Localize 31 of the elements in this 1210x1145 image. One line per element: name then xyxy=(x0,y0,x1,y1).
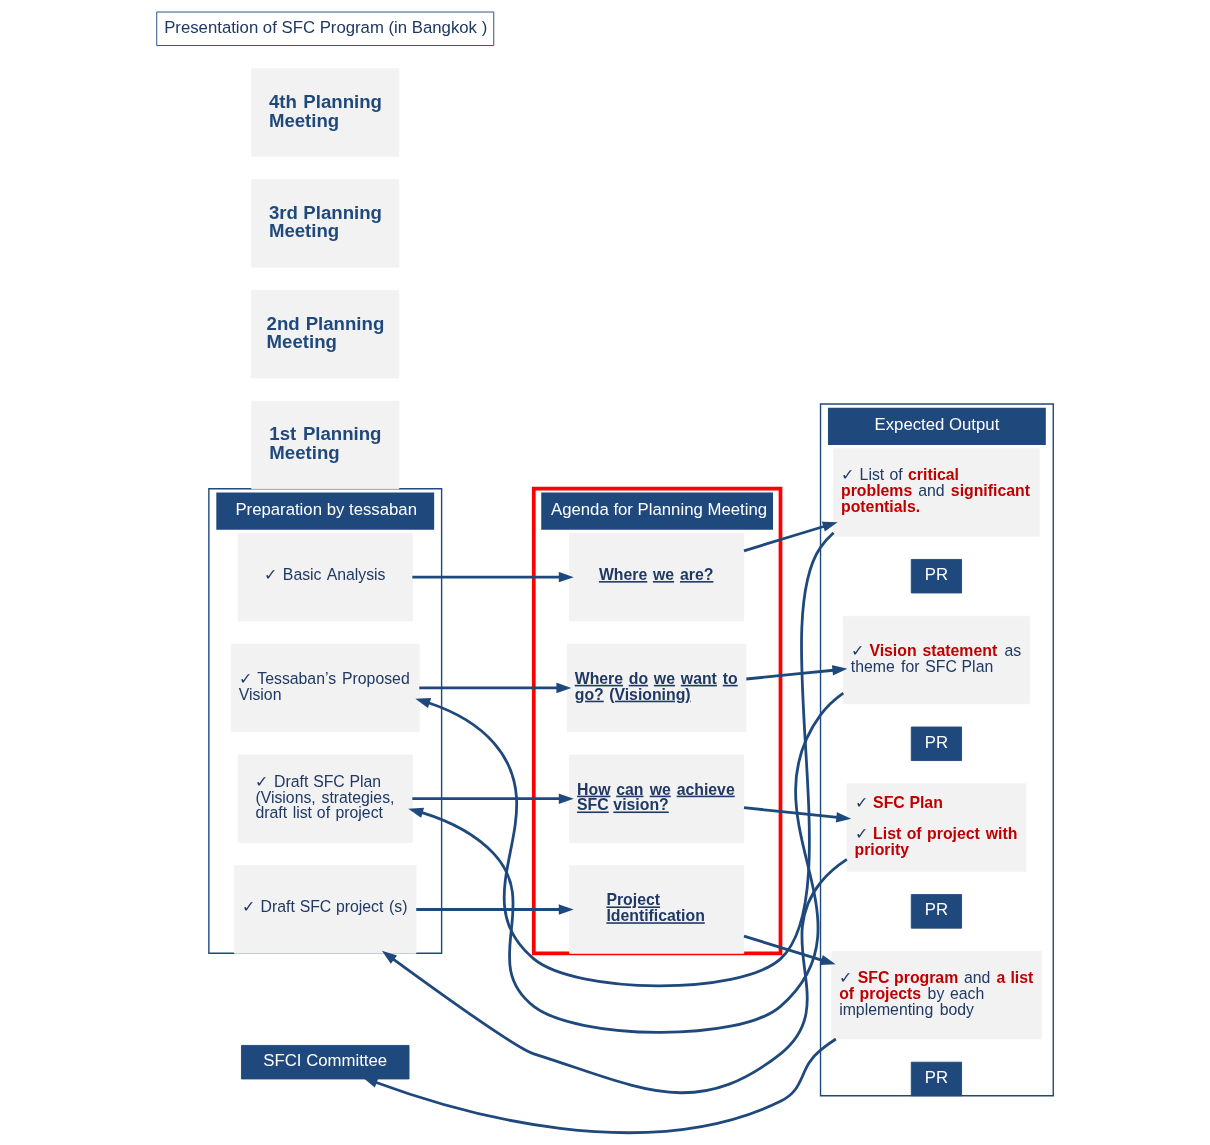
node-box: ✓ Tessaban’s Proposed Vision xyxy=(230,643,420,733)
arrow xyxy=(412,571,574,583)
arrow xyxy=(412,793,574,804)
node-box: ✓ SFC program and a list of projects by each implementing body xyxy=(831,950,1042,1040)
node-box: 1st Planning Meeting xyxy=(251,400,400,490)
arrow xyxy=(416,904,574,915)
node-box: Where do we want to go? (Visioning) xyxy=(566,643,747,733)
node-box: ✓ Draft SFC project (s) xyxy=(234,865,417,954)
arrow xyxy=(408,691,845,1034)
arrow xyxy=(743,806,852,823)
arrow xyxy=(746,665,848,681)
node-box: ✓ Draft SFC Plan (Visions, strategies, draft list of project xyxy=(237,754,413,843)
node-box: SFCI Committee xyxy=(240,1044,410,1080)
node-box: ✓ SFC Plan ✓ List of project with priority xyxy=(846,783,1027,872)
node-box: PR xyxy=(910,894,963,929)
arrow xyxy=(415,531,835,988)
node-box: ✓ Vision statement as theme for SFC Plan xyxy=(842,615,1030,705)
node-box: ✓ List of critical problems and significant potentials. xyxy=(833,448,1040,537)
node-box: Project Identification xyxy=(569,865,745,954)
arrow xyxy=(419,682,572,694)
arrow xyxy=(381,858,848,1094)
arrow xyxy=(743,521,838,553)
node-box: PR xyxy=(910,559,963,594)
node-box: PR xyxy=(910,1061,963,1097)
node-box: ✓ Basic Analysis xyxy=(237,532,413,622)
node-box: PR xyxy=(910,726,963,761)
arrow xyxy=(362,1037,837,1134)
node-box: Presentation of SFC Program (in Bangkok ) xyxy=(156,11,495,46)
node-box: How can we achieve SFC vision? xyxy=(569,754,745,843)
arrow xyxy=(743,934,836,965)
node-box: Where we are? xyxy=(569,532,745,622)
